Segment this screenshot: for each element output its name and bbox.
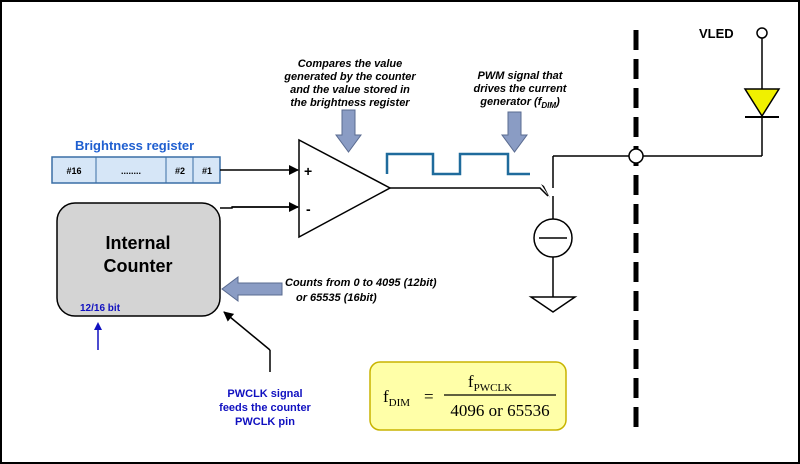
formula-numerator: fPWCLK [468, 372, 512, 394]
output-arrowhead [541, 184, 550, 198]
compare-note: Compares the value generated by the coun… [283, 58, 416, 109]
compare-note-arrow-icon [335, 109, 362, 153]
formula-background [369, 361, 567, 431]
pwm-note-line1: PWM signal that [478, 70, 564, 82]
register-cell-dots: ........ [121, 166, 141, 176]
counts-note-line1: Counts from 0 to 4095 (12bit) [285, 277, 437, 289]
pwclk-note-line3: PWCLK pin [235, 416, 295, 428]
register-cell-2: #2 [175, 166, 185, 176]
led: VLED [643, 26, 781, 157]
register-cell-1: #1 [202, 166, 212, 176]
current-source [528, 155, 632, 313]
pwclk-note-line1: PWCLK signal [227, 388, 302, 400]
formula-lhs-main: f [383, 387, 389, 406]
compare-note-line3: and the value stored in [290, 84, 410, 96]
compare-note-line4: the brightness register [290, 97, 410, 109]
brightness-register: #16 ........ #2 #1 [51, 156, 221, 184]
pwclk-note-line2: feeds the counter [219, 402, 311, 414]
pwm-note-line2: drives the current [474, 83, 568, 95]
ground-icon [528, 296, 578, 313]
pwm-note-line3-post: ) [555, 96, 560, 108]
formula-num-main: f [468, 372, 474, 391]
register-cell-16: #16 [66, 166, 81, 176]
compare-note-line2: generated by the counter [283, 71, 416, 83]
pwm-note: PWM signal that drives the current gener… [474, 70, 568, 110]
pwm-note-line3: generator (fDIM) [479, 96, 560, 110]
comparator: + - [298, 138, 392, 239]
counter-bits-label: 12/16 bit [80, 303, 121, 314]
formula-equals: = [424, 387, 434, 406]
formula-denominator: 4096 or 65536 [450, 401, 549, 420]
formula-num-sub: PWCLK [474, 382, 513, 394]
counter-title-line2: Counter [104, 256, 173, 276]
pwm-note-arrow-icon [501, 111, 528, 153]
pwm-note-line3-pre: generator (f [479, 96, 542, 108]
pwclk-wire-diagonal [223, 311, 271, 351]
pwm-waveform [385, 152, 530, 176]
formula-lhs-sub: DIM [389, 397, 411, 409]
comparator-plus: + [304, 163, 312, 179]
blue-up-arrowhead [94, 322, 102, 330]
vled-label: VLED [699, 26, 734, 41]
register-body [51, 156, 221, 184]
led-diode-icon [743, 88, 781, 118]
internal-counter: Internal Counter 12/16 bit [56, 202, 221, 317]
wire-comparator-output [390, 187, 549, 197]
formula-lhs: fDIM [383, 387, 410, 409]
comparator-triangle [298, 138, 392, 239]
formula-box: fDIM = fPWCLK 4096 or 65536 [369, 361, 567, 431]
brightness-register-title: Brightness register [75, 138, 194, 153]
counter-title-line1: Internal [105, 233, 170, 253]
counts-note-line2: or 65535 (16bit) [296, 292, 377, 304]
counts-note-arrow-icon [221, 276, 283, 302]
rail-junction [628, 148, 644, 164]
comparator-minus: - [306, 201, 311, 217]
pwm-note-line3-sub: DIM [541, 101, 556, 110]
compare-note-line1: Compares the value [298, 58, 403, 70]
vled-terminal [756, 27, 768, 39]
counter-body [56, 202, 221, 317]
